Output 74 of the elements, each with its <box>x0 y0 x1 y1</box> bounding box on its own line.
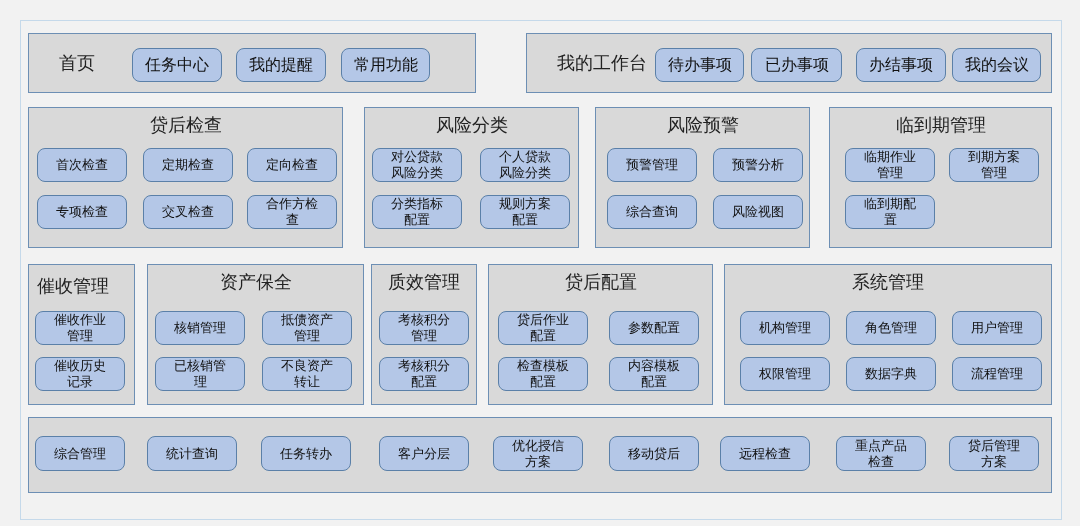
module-box: 到期方案管理 <box>949 148 1039 182</box>
module-panel <box>28 33 476 93</box>
module-panel <box>28 107 343 248</box>
module-box: 定向检查 <box>247 148 337 182</box>
panel-heading: 我的工作台 <box>557 52 647 74</box>
module-box: 贷后作业配置 <box>498 311 588 345</box>
panel-heading: 首页 <box>59 52 95 74</box>
module-box: 预警管理 <box>607 148 697 182</box>
module-box: 对公贷款风险分类 <box>372 148 462 182</box>
module-panel <box>364 107 579 248</box>
module-box: 优化授信方案 <box>493 436 583 471</box>
module-box: 办结事项 <box>856 48 946 82</box>
module-panel <box>488 264 713 405</box>
module-box: 移动贷后 <box>609 436 699 471</box>
module-box: 贷后管理方案 <box>949 436 1039 471</box>
module-box: 任务转办 <box>261 436 351 471</box>
module-box: 角色管理 <box>846 311 936 345</box>
module-box: 检查模板配置 <box>498 357 588 391</box>
panel-heading: 贷后配置 <box>563 271 638 293</box>
module-box: 综合管理 <box>35 436 125 471</box>
module-box: 统计查询 <box>147 436 237 471</box>
module-box: 规则方案配置 <box>480 195 570 229</box>
panel-heading: 临到期管理 <box>894 114 987 136</box>
panel-heading: 风险分类 <box>434 114 509 136</box>
module-panel <box>371 264 477 405</box>
panel-heading: 风险预警 <box>665 114 740 136</box>
module-box: 分类指标配置 <box>372 195 462 229</box>
module-box: 考核积分配置 <box>379 357 469 391</box>
module-box: 预警分析 <box>713 148 803 182</box>
module-panel <box>526 33 1052 93</box>
module-box: 不良资产转让 <box>262 357 352 391</box>
module-box: 机构管理 <box>740 311 830 345</box>
module-panel <box>28 417 1052 493</box>
module-box: 抵债资产管理 <box>262 311 352 345</box>
panel-heading: 系统管理 <box>851 271 925 293</box>
module-box: 催收作业管理 <box>35 311 125 345</box>
module-panel <box>28 264 135 405</box>
module-box: 定期检查 <box>143 148 233 182</box>
module-box: 已核销管理 <box>155 357 245 391</box>
module-box: 临期作业管理 <box>845 148 935 182</box>
module-box: 我的会议 <box>952 48 1041 82</box>
module-box: 首次检查 <box>37 148 127 182</box>
module-box: 重点产品检查 <box>836 436 926 471</box>
module-panel <box>595 107 810 248</box>
module-box: 核销管理 <box>155 311 245 345</box>
module-box: 常用功能 <box>341 48 430 82</box>
module-box: 考核积分管理 <box>379 311 469 345</box>
module-box: 综合查询 <box>607 195 697 229</box>
module-panel <box>829 107 1052 248</box>
module-box: 临到期配置 <box>845 195 935 229</box>
module-box: 待办事项 <box>655 48 744 82</box>
module-box: 我的提醒 <box>236 48 326 82</box>
module-box: 客户分层 <box>379 436 469 471</box>
module-box: 用户管理 <box>952 311 1042 345</box>
module-box: 交叉检查 <box>143 195 233 229</box>
module-panel <box>724 264 1052 405</box>
panel-heading: 质效管理 <box>387 271 461 293</box>
module-panel <box>147 264 364 405</box>
module-box: 参数配置 <box>609 311 699 345</box>
module-box: 远程检查 <box>720 436 810 471</box>
module-box: 合作方检查 <box>247 195 337 229</box>
panel-heading: 资产保全 <box>218 271 293 293</box>
module-box: 内容模板配置 <box>609 357 699 391</box>
module-box: 个人贷款风险分类 <box>480 148 570 182</box>
panel-heading: 催收管理 <box>37 275 109 297</box>
module-box: 权限管理 <box>740 357 830 391</box>
module-box: 流程管理 <box>952 357 1042 391</box>
module-box: 风险视图 <box>713 195 803 229</box>
module-box: 专项检查 <box>37 195 127 229</box>
module-box: 任务中心 <box>132 48 222 82</box>
module-box: 数据字典 <box>846 357 936 391</box>
module-box: 催收历史记录 <box>35 357 125 391</box>
panel-heading: 贷后检查 <box>148 114 223 136</box>
module-box: 已办事项 <box>751 48 842 82</box>
